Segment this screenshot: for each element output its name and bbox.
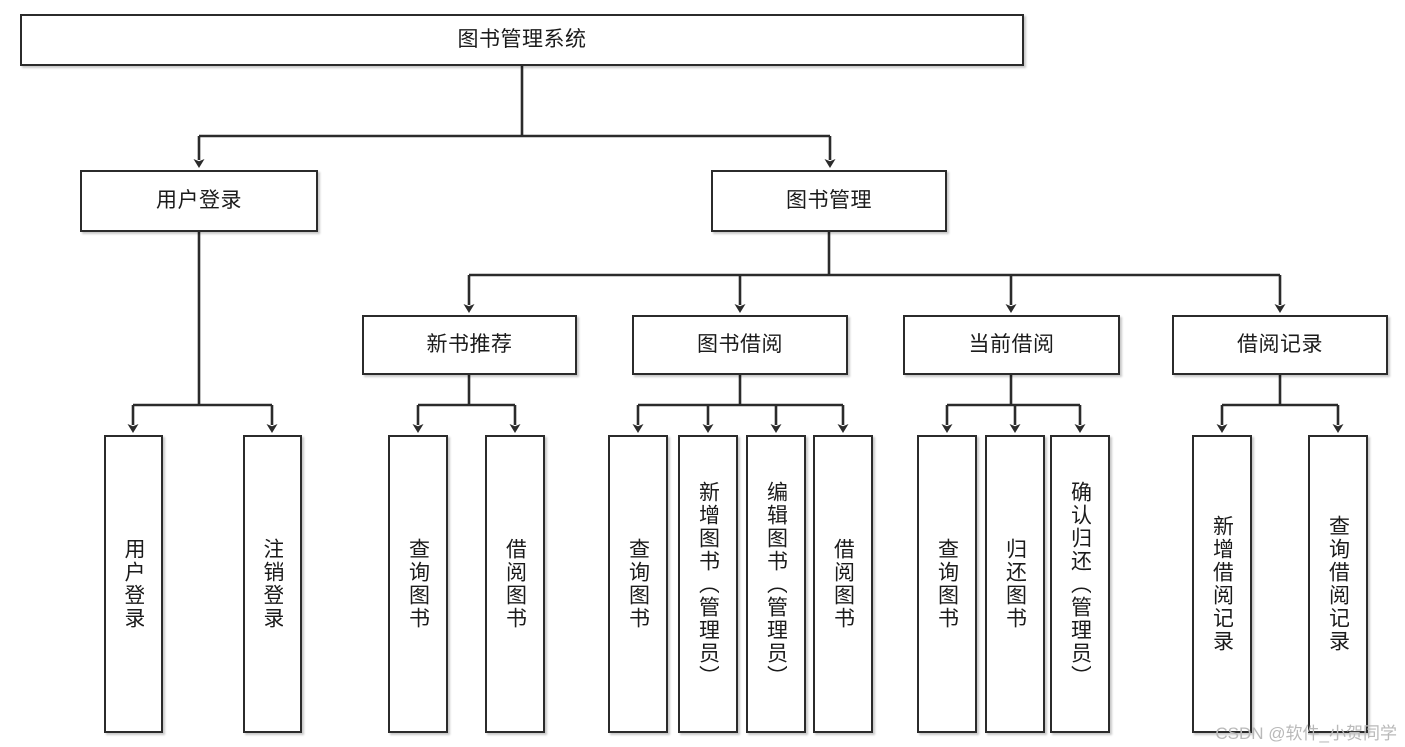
- leaf-borrow-borrow-book-label: 借阅图书: [832, 538, 854, 630]
- leaf-new-borrow-book[interactable]: 借阅图书: [485, 435, 545, 733]
- node-new-book-recommend[interactable]: 新书推荐: [362, 315, 577, 375]
- leaf-borrow-edit-book-label: 编辑图书（管理员）: [765, 480, 787, 688]
- leaf-borrow-edit-book[interactable]: 编辑图书（管理员）: [746, 435, 806, 733]
- leaf-borrow-borrow-book[interactable]: 借阅图书: [813, 435, 873, 733]
- leaf-borrow-query-book-label: 查询图书: [627, 538, 649, 630]
- leaf-new-query-book-label: 查询图书: [407, 538, 429, 630]
- leaf-user-logout-label: 注销登录: [262, 538, 283, 630]
- leaf-record-query-label: 查询借阅记录: [1327, 515, 1349, 653]
- leaf-user-login[interactable]: 用户登录: [104, 435, 163, 733]
- node-book-borrow-label: 图书借阅: [697, 332, 783, 356]
- node-user-login-module-label: 用户登录: [156, 188, 242, 212]
- leaf-current-confirm-return-label: 确认归还（管理员）: [1069, 480, 1091, 688]
- node-root-label: 图书管理系统: [457, 27, 587, 51]
- leaf-record-add[interactable]: 新增借阅记录: [1192, 435, 1252, 733]
- node-book-borrow[interactable]: 图书借阅: [632, 315, 848, 375]
- leaf-record-query[interactable]: 查询借阅记录: [1308, 435, 1368, 733]
- leaf-current-return-book[interactable]: 归还图书: [985, 435, 1045, 733]
- csdn-watermark: CSDN @软件_小贺同学: [1215, 724, 1397, 743]
- leaf-user-login-label: 用户登录: [123, 538, 144, 630]
- node-new-book-recommend-label: 新书推荐: [426, 332, 513, 356]
- node-borrow-record[interactable]: 借阅记录: [1172, 315, 1388, 375]
- leaf-borrow-add-book-label: 新增图书（管理员）: [697, 480, 719, 688]
- leaf-new-query-book[interactable]: 查询图书: [388, 435, 448, 733]
- leaf-record-add-label: 新增借阅记录: [1211, 515, 1233, 653]
- node-user-login-module[interactable]: 用户登录: [80, 170, 318, 232]
- leaf-new-borrow-book-label: 借阅图书: [504, 538, 526, 630]
- node-book-management-module-label: 图书管理: [786, 188, 872, 212]
- leaf-current-query-book-label: 查询图书: [936, 538, 958, 630]
- leaf-user-logout[interactable]: 注销登录: [243, 435, 302, 733]
- node-current-borrow[interactable]: 当前借阅: [903, 315, 1120, 375]
- leaf-borrow-add-book[interactable]: 新增图书（管理员）: [678, 435, 738, 733]
- leaf-current-query-book[interactable]: 查询图书: [917, 435, 977, 733]
- leaf-current-confirm-return[interactable]: 确认归还（管理员）: [1050, 435, 1110, 733]
- node-book-management-module[interactable]: 图书管理: [711, 170, 947, 232]
- node-root[interactable]: 图书管理系统: [20, 14, 1024, 66]
- leaf-current-return-book-label: 归还图书: [1004, 538, 1026, 630]
- node-borrow-record-label: 借阅记录: [1237, 332, 1323, 356]
- leaf-borrow-query-book[interactable]: 查询图书: [608, 435, 668, 733]
- node-current-borrow-label: 当前借阅: [968, 332, 1055, 356]
